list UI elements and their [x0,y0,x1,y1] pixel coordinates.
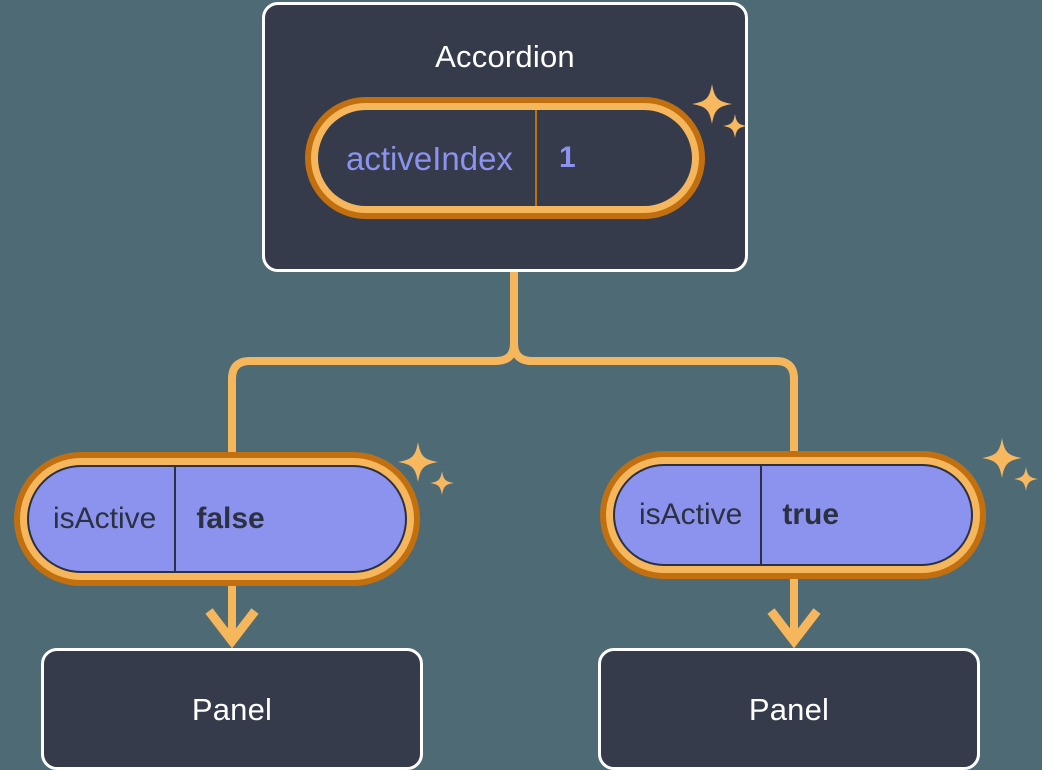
branch-connector-icon [228,272,798,452]
pill-ring-inner: isActive false [20,458,414,580]
panel-title: Panel [191,691,273,727]
state-value-label: false [174,467,290,571]
state-pill-active-index[interactable]: activeIndex 1 [305,97,705,219]
panel-component-left[interactable]: Panel [41,648,423,770]
state-pill-is-active-false[interactable]: isActive false [14,452,420,586]
pill-body: isActive true [613,464,973,566]
pill-body: activeIndex 1 [318,110,692,206]
panel-component-right[interactable]: Panel [598,648,980,770]
arrow-down-icon [767,579,821,649]
state-value-label: true [760,466,865,564]
four-point-star-small-icon [1014,467,1038,491]
state-key-label: activeIndex [346,139,513,177]
arrow-down-icon [205,586,259,649]
state-key-label: isActive [53,502,157,535]
panel-title: Panel [748,691,830,727]
state-pill-is-active-true[interactable]: isActive true [600,451,986,579]
four-point-star-icon [982,438,1022,478]
state-key-label: isActive [639,498,743,531]
pill-ring-inner: activeIndex 1 [311,103,699,213]
pill-body: isActive false [27,465,407,573]
four-point-star-small-icon [430,471,454,495]
sparkle-decoration-right-pill [982,438,1038,491]
state-value-label: 1 [534,110,606,206]
accordion-title: Accordion [435,39,575,74]
pill-ring-inner: isActive true [606,457,980,573]
